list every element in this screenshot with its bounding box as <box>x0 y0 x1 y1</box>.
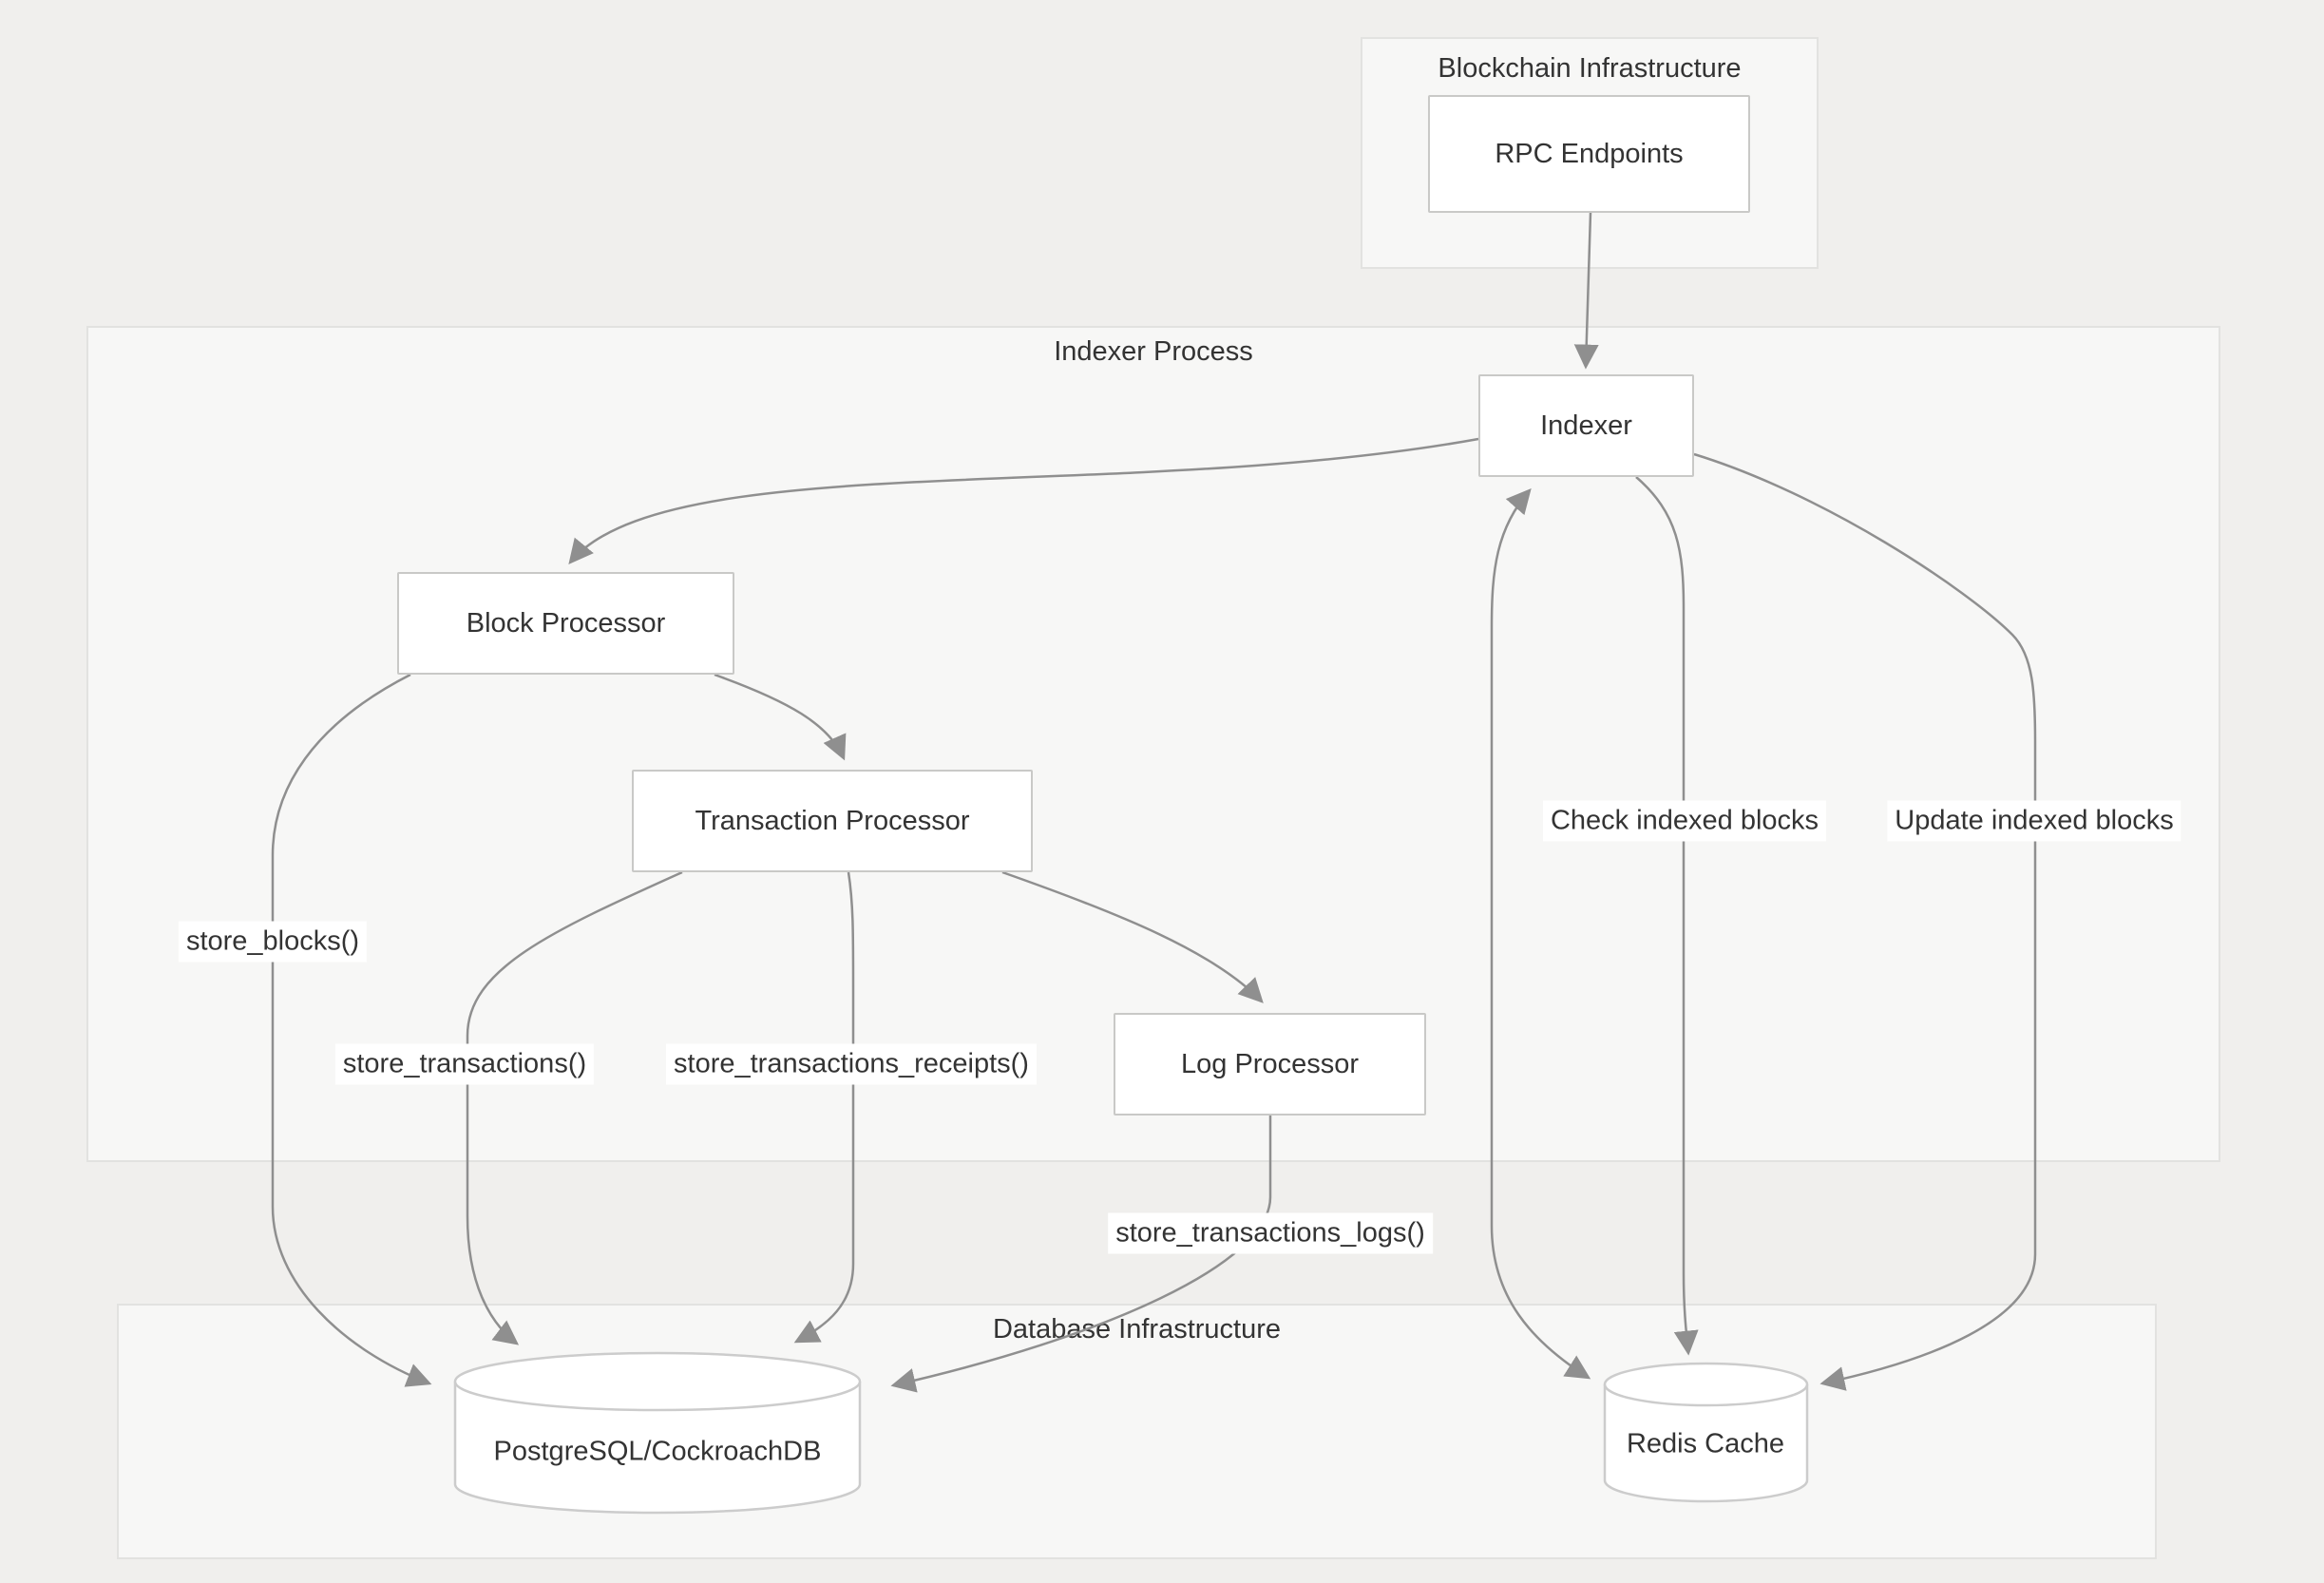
edge-label-store-transactions-logs: store_transactions_logs() <box>1108 1212 1433 1254</box>
edge-transaction-to-log-processor <box>1001 870 1264 1003</box>
node-log-processor: Log Processor <box>1114 1013 1426 1116</box>
edge-update-indexed-blocks <box>1693 452 2037 1391</box>
node-log-processor-label: Log Processor <box>1181 1048 1359 1079</box>
edge-check-indexed-blocks <box>1635 476 1699 1356</box>
edge-store-blocks <box>271 673 432 1387</box>
node-indexer-label: Indexer <box>1540 410 1632 441</box>
edge-label-update-indexed-blocks: Update indexed blocks <box>1887 800 2181 842</box>
node-postgres-label: PostgreSQL/CockroachDB <box>493 1436 822 1467</box>
cluster-database-label: Database Infrastructure <box>992 1314 1282 1345</box>
edge-store-transactions-receipts <box>793 871 855 1344</box>
node-transaction-processor-label: Transaction Processor <box>695 805 970 836</box>
cluster-blockchain-label: Blockchain Infrastructure <box>1438 53 1742 84</box>
edge-indexer-to-block-processor <box>568 437 1479 565</box>
cluster-indexer-process-label: Indexer Process <box>1054 336 1253 367</box>
edge-label-store-transactions: store_transactions() <box>334 1043 595 1085</box>
edge-label-store-blocks: store_blocks() <box>178 921 368 963</box>
node-transaction-processor: Transaction Processor <box>632 770 1033 872</box>
edge-block-to-transaction-processor <box>714 673 847 761</box>
redis-cylinder <box>1603 1362 1809 1503</box>
node-block-processor-label: Block Processor <box>466 607 666 639</box>
node-rpc-endpoints-label: RPC Endpoints <box>1495 138 1684 169</box>
node-indexer: Indexer <box>1478 374 1694 477</box>
node-rpc-endpoints: RPC Endpoints <box>1428 95 1750 213</box>
edge-label-store-transactions-receipts: store_transactions_receipts() <box>666 1043 1037 1085</box>
node-redis-label: Redis Cache <box>1626 1428 1785 1459</box>
edge-store-transactions <box>466 870 683 1345</box>
node-block-processor: Block Processor <box>397 572 734 675</box>
edge-rpc-to-indexer <box>1573 212 1599 370</box>
edge-label-check-indexed-blocks: Check indexed blocks <box>1542 800 1827 842</box>
edge-indexer-redis-return <box>1490 488 1591 1380</box>
postgres-cylinder <box>453 1351 862 1515</box>
